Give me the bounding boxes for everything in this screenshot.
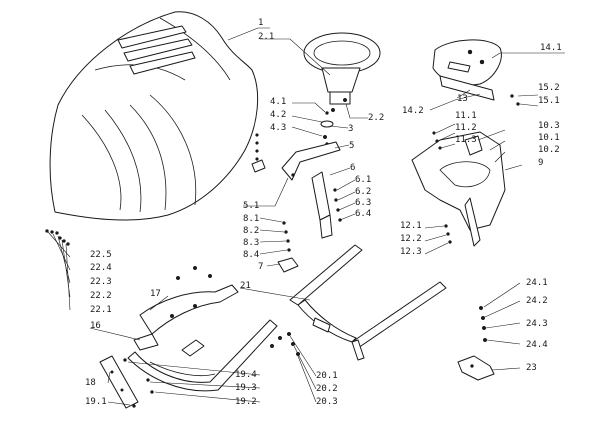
label-22-3: 22.3 [90, 277, 112, 287]
leader-lines [47, 27, 565, 406]
label-23: 23 [526, 363, 537, 373]
part-frame-9 [411, 131, 506, 247]
label-22-4: 22.4 [90, 263, 112, 273]
label-4-3: 4.3 [270, 123, 286, 133]
label-18: 18 [85, 378, 96, 388]
label-8-2: 8.2 [243, 226, 259, 236]
label-24-1: 24.1 [526, 278, 548, 288]
label-6-3: 6.3 [355, 198, 371, 208]
label-6-2: 6.2 [355, 187, 371, 197]
label-22-1: 22.1 [90, 305, 112, 315]
part-bumper-17 [133, 284, 239, 351]
label-8-1: 8.1 [243, 214, 259, 224]
part-hardware-6 [333, 188, 342, 222]
label-1: 1 [258, 18, 263, 28]
label-22-2: 22.2 [90, 291, 112, 301]
label-19-1: 19.1 [85, 397, 107, 407]
label-15-2: 15.2 [538, 83, 560, 93]
label-5: 5 [349, 141, 354, 151]
part-bolt-2-2 [330, 97, 348, 113]
label-20-2: 20.2 [316, 384, 338, 394]
part-hood-shell [49, 11, 259, 221]
label-4-2: 4.2 [270, 110, 286, 120]
label-20-3: 20.3 [316, 397, 338, 407]
label-11-1: 11.1 [455, 111, 477, 121]
label-16: 16 [90, 321, 101, 331]
label-24-4: 24.4 [526, 340, 548, 350]
label-21: 21 [240, 281, 251, 291]
label-2-1: 2.1 [258, 32, 274, 42]
part-hardware-small-16 [175, 265, 283, 349]
label-11-2: 11.2 [455, 123, 477, 133]
part-hardware-12 [444, 224, 452, 244]
part-bracket-5 [281, 141, 341, 181]
part-bumper-16 [127, 319, 278, 392]
label-24-3: 24.3 [526, 319, 548, 329]
label-14-2: 14.2 [402, 106, 424, 116]
part-hardware-15 [510, 94, 520, 106]
label-22-5: 22.5 [90, 250, 112, 260]
part-post-6 [311, 171, 333, 239]
part-clamp-23 [457, 355, 495, 381]
label-5-1: 5.1 [243, 201, 259, 211]
part-screw-column [251, 133, 266, 173]
label-12-1: 12.1 [400, 221, 422, 231]
label-14-1: 14.1 [540, 43, 562, 53]
label-12-2: 12.2 [400, 234, 422, 244]
label-15-1: 15.1 [538, 96, 560, 106]
label-20-1: 20.1 [316, 371, 338, 381]
label-8-4: 8.4 [243, 250, 259, 260]
part-hardware-19 [123, 358, 154, 408]
callout-labels: 1 2.1 2.2 4.1 4.2 4.3 3 5 5.1 6 6.1 6.2 … [85, 18, 562, 407]
label-11-3: 11.3 [455, 135, 477, 145]
label-24-2: 24.2 [526, 296, 548, 306]
part-bracket-18 [99, 355, 139, 409]
part-funnel-seat [303, 32, 381, 105]
part-hardware-4 [320, 111, 334, 146]
label-19-3: 19.3 [235, 383, 257, 393]
label-6-4: 6.4 [355, 209, 371, 219]
label-6-1: 6.1 [355, 175, 371, 185]
label-12-3: 12.3 [400, 247, 422, 257]
part-hardware-22 [45, 229, 70, 246]
part-hardware-24 [478, 305, 488, 343]
label-10-2: 10.2 [538, 145, 560, 155]
label-8-3: 8.3 [243, 238, 259, 248]
label-7: 7 [258, 262, 263, 272]
label-19-2: 19.2 [235, 397, 257, 407]
label-19-4: 19.4 [235, 370, 257, 380]
label-3: 3 [348, 124, 353, 134]
label-6: 6 [350, 163, 355, 173]
part-hardware-8 [277, 221, 299, 273]
label-13: 13 [457, 94, 468, 104]
part-plate-14 [432, 39, 502, 101]
part-hardware-20 [286, 331, 301, 357]
label-10-1: 10.1 [538, 133, 560, 143]
label-17: 17 [150, 289, 161, 299]
label-10-3: 10.3 [538, 121, 560, 131]
part-tube-frame-21 [289, 244, 447, 361]
label-9: 9 [538, 158, 543, 168]
label-4-1: 4.1 [270, 97, 286, 107]
label-2-2: 2.2 [368, 113, 384, 123]
